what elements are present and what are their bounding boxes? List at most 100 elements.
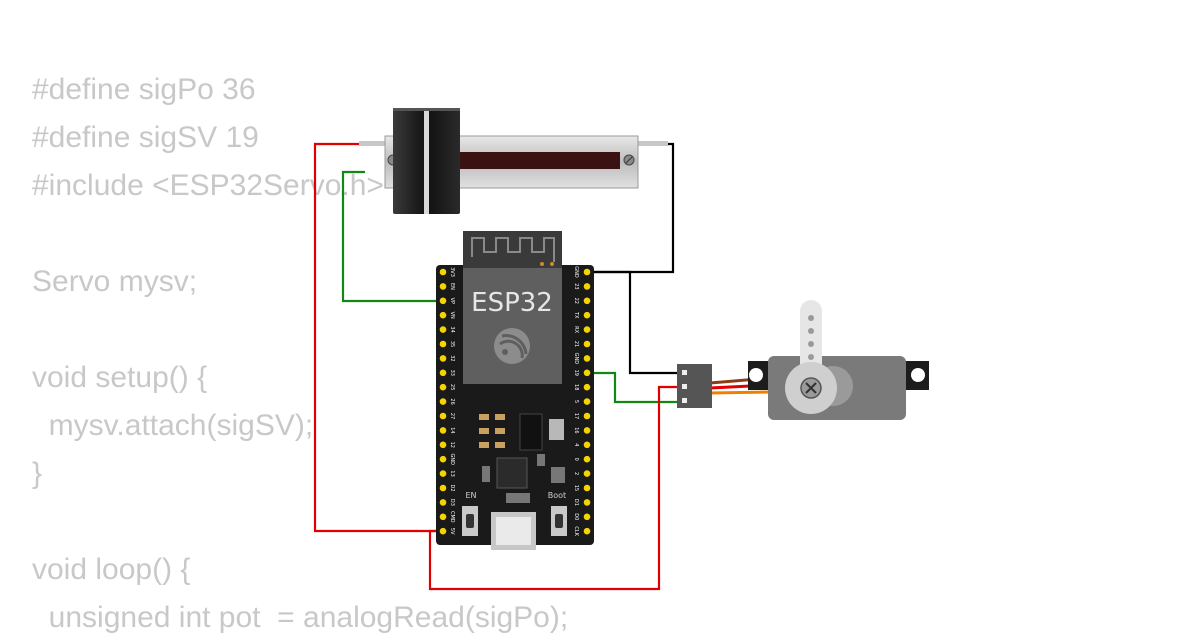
pin-right_pins-4[interactable]	[583, 326, 591, 333]
pin-left_pins-14[interactable]	[439, 470, 447, 477]
pin-label: RX	[573, 326, 579, 333]
en-label: EN	[465, 491, 476, 500]
pin-left_pins-17[interactable]	[439, 513, 447, 521]
code-line: unsigned int pot = analogRead(sigPo);	[32, 601, 569, 634]
pin-label: VN	[449, 312, 455, 319]
slide-potentiometer[interactable]	[359, 108, 668, 214]
pin-label: GND	[573, 353, 579, 365]
pin-right_pins-5[interactable]	[583, 340, 591, 348]
wire-green-signal-servo[interactable]	[588, 371, 678, 404]
pin-label: 5	[573, 400, 579, 403]
pin-label: 19	[573, 370, 579, 376]
pin-right_pins-7[interactable]	[583, 369, 591, 377]
slider-knob[interactable]	[393, 108, 460, 214]
pin-right_pins-17[interactable]	[583, 513, 591, 521]
pin-left_pins-15[interactable]	[439, 484, 447, 492]
pin-left_pins-5[interactable]	[439, 340, 447, 348]
pin-right_pins-2[interactable]	[583, 297, 591, 305]
pin-left_pins-0[interactable]	[439, 268, 447, 276]
pin-label: EN	[449, 283, 455, 290]
code-line: #define sigSV 19	[32, 121, 259, 154]
usb-port	[491, 512, 536, 550]
pin-right_pins-16[interactable]	[583, 499, 591, 506]
pin-right_pins-6[interactable]	[583, 355, 591, 362]
pin-left_pins-1[interactable]	[439, 283, 447, 290]
pin-label: D2	[449, 484, 455, 491]
code-editor: #define sigPo 36 #define sigSV 19 #include…	[32, 66, 568, 642]
pin-left_pins-4[interactable]	[439, 326, 447, 333]
pin-left_pins-11[interactable]	[439, 427, 447, 434]
wire-red-5v[interactable]	[313, 142, 441, 533]
pin-right_pins-8[interactable]	[583, 383, 591, 391]
servo-motor[interactable]	[677, 300, 929, 420]
pin-right_pins-3[interactable]	[583, 311, 591, 319]
pin-label: VP	[449, 298, 455, 304]
pin-label: D0	[573, 513, 579, 520]
pin-label: CLK	[573, 526, 579, 536]
pin-label: 0	[573, 458, 579, 461]
pin-label: 34	[449, 326, 455, 332]
boot-button[interactable]	[551, 506, 567, 536]
pin-label: 14	[449, 427, 455, 433]
pin-label: 22	[573, 298, 579, 304]
boot-label: Boot	[548, 491, 566, 500]
pin-left_pins-6[interactable]	[439, 355, 447, 362]
pin-left_pins-18[interactable]	[439, 527, 447, 535]
code-line: }	[32, 457, 43, 490]
pin-left_pins-9[interactable]	[439, 398, 447, 405]
pin-label: 26	[449, 398, 455, 404]
pin-right_pins-15[interactable]	[583, 484, 591, 492]
code-line: Servo mysv;	[32, 265, 198, 298]
pin-right_pins-0[interactable]	[583, 268, 591, 276]
pin-label: 23	[573, 283, 579, 289]
pin-label: 33	[449, 370, 455, 376]
code-line: void setup() {	[32, 361, 208, 394]
pin-right_pins-14[interactable]	[583, 470, 591, 477]
servo-cable	[677, 364, 771, 408]
pin-label: 5V	[449, 528, 455, 535]
pin-label: 3V3	[449, 267, 455, 277]
pin-label: D3	[449, 499, 455, 506]
code-line: #include <ESP32Servo.h>	[32, 169, 384, 202]
pin-left_pins-16[interactable]	[439, 499, 447, 506]
pin-label: 13	[449, 470, 455, 476]
pin-left_pins-13[interactable]	[439, 455, 447, 463]
pin-label: 21	[573, 341, 579, 347]
code-line: #define sigPo 36	[32, 73, 256, 106]
pin-label: 4	[573, 443, 579, 446]
pin-label: 18	[573, 384, 579, 390]
pin-right_pins-18[interactable]	[583, 527, 591, 535]
pin-left_pins-8[interactable]	[439, 383, 447, 391]
code-line: mysv.attach(sigSV);	[32, 409, 314, 442]
pin-right_pins-9[interactable]	[583, 398, 591, 405]
pin-right_pins-10[interactable]	[583, 412, 591, 420]
pin-right_pins-13[interactable]	[583, 455, 591, 463]
pin-label: 15	[573, 485, 579, 491]
pin-right_pins-12[interactable]	[583, 441, 591, 449]
en-button[interactable]	[462, 506, 478, 536]
left-pin-header: 3V3ENVPVN343532332526271412GND13D2D3CMD5…	[439, 267, 455, 535]
pin-label: 2	[573, 472, 579, 475]
pin-label: 17	[573, 413, 579, 419]
wire-red-servo-power[interactable]	[428, 385, 678, 591]
pin-label: 25	[449, 384, 455, 390]
pin-label: 27	[449, 413, 455, 419]
pin-left_pins-3[interactable]	[439, 311, 447, 319]
pin-right_pins-1[interactable]	[583, 283, 591, 290]
pin-label: CMD	[449, 511, 455, 523]
pin-label: GND	[449, 453, 455, 465]
pin-left_pins-12[interactable]	[439, 441, 447, 449]
pin-label: 35	[449, 341, 455, 347]
pin-label: GND	[573, 266, 579, 278]
pin-left_pins-7[interactable]	[439, 369, 447, 377]
esp32-label: ESP32	[471, 288, 553, 318]
esp32-board[interactable]: ESP32 EN Boot	[436, 231, 594, 550]
pin-label: 16	[573, 427, 579, 433]
pin-right_pins-11[interactable]	[583, 427, 591, 434]
pin-left_pins-2[interactable]	[439, 297, 447, 305]
pin-left_pins-10[interactable]	[439, 412, 447, 420]
pin-label: 12	[449, 442, 455, 448]
wire-green-signal-pot[interactable]	[341, 170, 441, 303]
